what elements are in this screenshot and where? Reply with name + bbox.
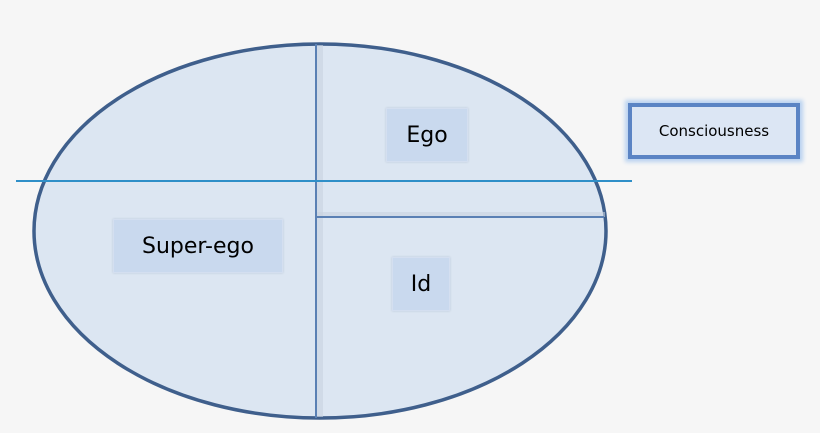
consciousness-text: Consciousness bbox=[658, 122, 770, 140]
consciousness-box: Consciousness bbox=[628, 103, 800, 159]
super-ego-text: Super-ego bbox=[142, 233, 254, 259]
ego-label: Ego bbox=[386, 108, 468, 162]
id-label: Id bbox=[392, 257, 450, 311]
ego-text: Ego bbox=[406, 122, 448, 148]
id-text: Id bbox=[410, 271, 432, 297]
super-ego-label: Super-ego bbox=[113, 219, 283, 273]
